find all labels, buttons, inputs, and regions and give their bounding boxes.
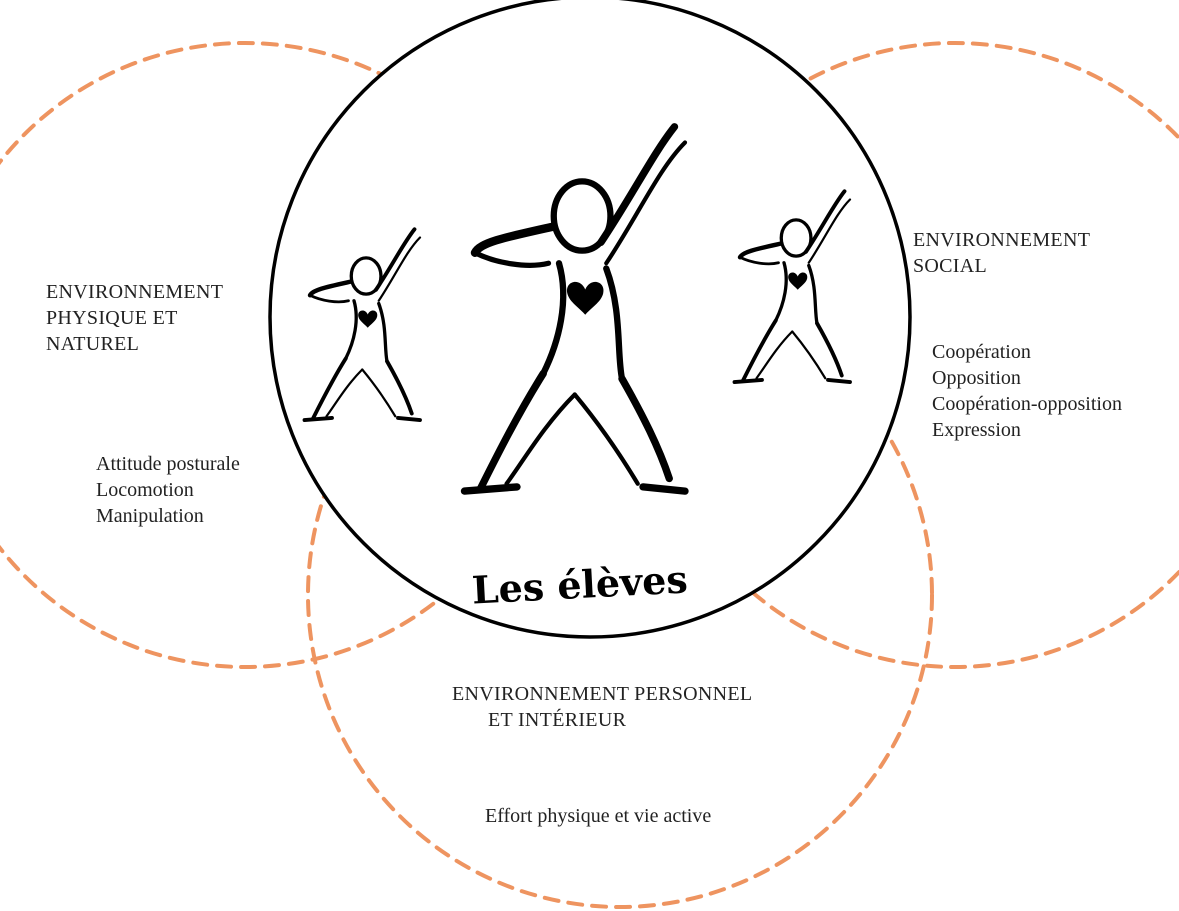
physical-environment: ENVIRONNEMENT PHYSIQUE ET NATUREL Attitu… (46, 281, 245, 527)
social-item: Opposition (932, 367, 1021, 389)
social-environment-ring (641, 41, 1179, 669)
dancer-figure-icon (460, 123, 689, 495)
heart-icon (788, 272, 808, 290)
heart-icon (566, 281, 604, 315)
physical-title-line: PHYSIQUE ET (46, 307, 177, 329)
physical-item: Attitude posturale (96, 453, 240, 475)
social-item: Expression (932, 419, 1021, 441)
students-circle (268, 0, 912, 639)
personal-title-line: ET INTÉRIEUR (488, 708, 627, 731)
social-title-line: SOCIAL (913, 255, 987, 277)
personal-item: Effort physique et vie active (485, 805, 711, 827)
dancer-figure-icon (302, 227, 422, 423)
social-title-line: ENVIRONNEMENT (913, 229, 1090, 251)
social-item: Coopération-opposition (932, 393, 1122, 415)
heart-icon (358, 310, 378, 328)
dancer-figure-icon (732, 189, 852, 385)
social-environment-items: Coopération Opposition Coopération-oppos… (932, 341, 1127, 441)
physical-item: Manipulation (96, 505, 204, 527)
personal-environment-title: ENVIRONNEMENT PERSONNEL ET INTÉRIEUR (452, 683, 757, 731)
social-environment: ENVIRONNEMENT SOCIAL Coopération Opposit… (913, 229, 1127, 441)
physical-environment-title: ENVIRONNEMENT PHYSIQUE ET NATUREL (46, 281, 228, 355)
personal-environment-items: Effort physique et vie active (485, 805, 711, 827)
physical-item: Locomotion (96, 479, 194, 501)
physical-title-line: ENVIRONNEMENT (46, 281, 223, 303)
social-item: Coopération (932, 341, 1031, 363)
social-environment-title: ENVIRONNEMENT SOCIAL (913, 229, 1095, 277)
personal-environment: ENVIRONNEMENT PERSONNEL ET INTÉRIEUR Eff… (452, 683, 757, 827)
physical-environment-items: Attitude posturale Locomotion Manipulati… (96, 453, 245, 527)
personal-title-line: ENVIRONNEMENT PERSONNEL (452, 683, 752, 705)
physical-title-line: NATUREL (46, 333, 139, 355)
